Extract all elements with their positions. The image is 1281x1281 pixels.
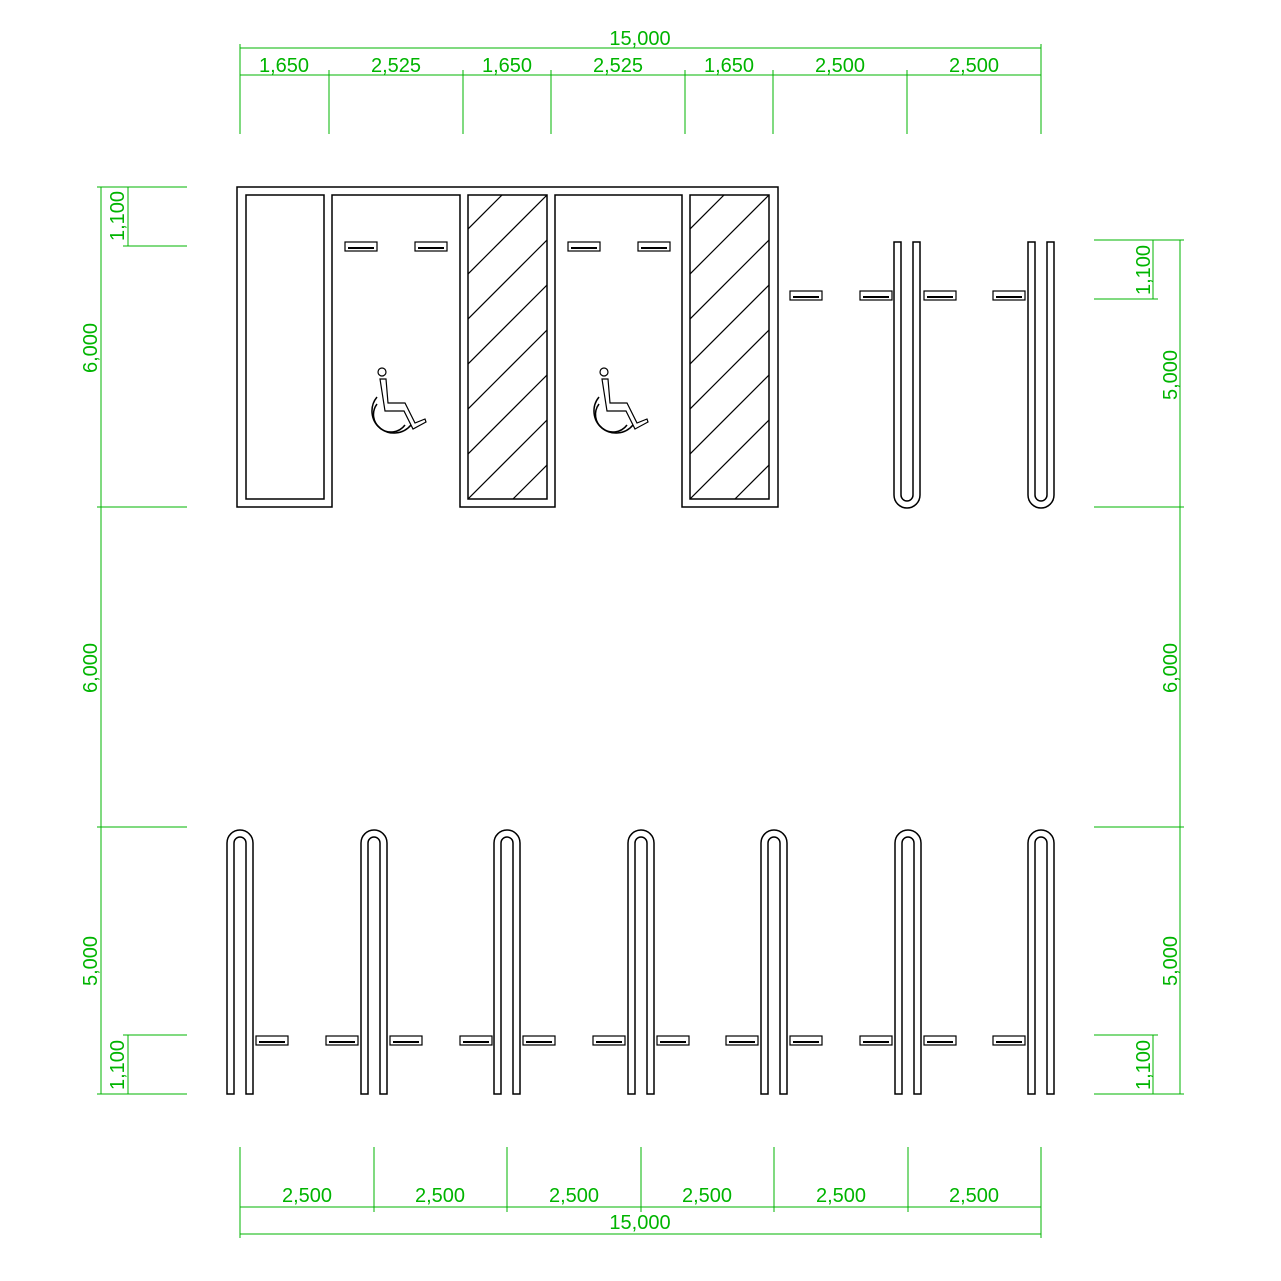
top-right-divider-1	[893, 241, 921, 509]
bottom-dimension-2: 2,500	[415, 1185, 465, 1207]
wheel-stop	[656, 1035, 690, 1046]
hatched-aisle-2	[467, 194, 548, 500]
bottom-dimension-group	[239, 1147, 1042, 1238]
top-overall-dimension: 15,000	[609, 28, 670, 50]
wheel-stop	[414, 241, 448, 252]
wheelchair-icon	[593, 367, 649, 434]
wheel-stop	[255, 1035, 289, 1046]
bay-divider	[760, 829, 788, 1095]
bay-divider	[360, 829, 388, 1095]
top-dimension-5: 1,650	[704, 55, 754, 77]
wheel-stop	[789, 1035, 823, 1046]
wheel-stop	[637, 241, 671, 252]
wheel-stop	[389, 1035, 423, 1046]
bay-divider	[1027, 829, 1055, 1095]
wheel-stop	[325, 1035, 359, 1046]
top-right-divider-2	[1027, 241, 1055, 509]
wheel-stop	[592, 1035, 626, 1046]
top-dimension-3: 1,650	[482, 55, 532, 77]
bottom-dimension-1: 2,500	[282, 1185, 332, 1207]
left-dimension-1: 1,100	[107, 191, 129, 241]
wheel-stop	[992, 290, 1026, 301]
bottom-dimension-5: 2,500	[816, 1185, 866, 1207]
bay-divider	[226, 829, 254, 1095]
top-dimension-2: 2,525	[371, 55, 421, 77]
top-dimension-1: 1,650	[259, 55, 309, 77]
bottom-overall-dimension: 15,000	[609, 1212, 670, 1234]
wheelchair-icon	[371, 367, 427, 434]
hatched-aisle-1	[245, 194, 325, 500]
left-dimension-3: 6,000	[80, 643, 102, 693]
left-dimension-group	[97, 186, 187, 1095]
wheel-stop	[459, 1035, 493, 1046]
wheel-stop-group-top-accessible	[344, 241, 671, 252]
wheel-stop	[992, 1035, 1026, 1046]
right-dimension-4: 5,000	[1160, 936, 1182, 986]
wheel-stop	[859, 1035, 893, 1046]
bottom-dimension-3: 2,500	[549, 1185, 599, 1207]
bay-divider	[627, 829, 655, 1095]
wheel-stop	[789, 290, 823, 301]
wheel-stop	[859, 290, 893, 301]
wheel-stop	[923, 1035, 957, 1046]
right-dimension-3: 6,000	[1160, 643, 1182, 693]
left-dimension-5: 1,100	[107, 1040, 129, 1090]
wheel-stop-group-bottom	[255, 1035, 1026, 1046]
wheel-stop	[725, 1035, 759, 1046]
top-dimension-7: 2,500	[949, 55, 999, 77]
right-dimension-group	[1094, 239, 1184, 1095]
left-dimension-2: 6,000	[80, 323, 102, 373]
top-dimension-6: 2,500	[815, 55, 865, 77]
bottom-dividers	[226, 829, 1055, 1095]
wheel-stop-group-top-right	[789, 290, 1026, 301]
right-dimension-2: 5,000	[1160, 350, 1182, 400]
wheel-stop	[567, 241, 601, 252]
bottom-dimension-6: 2,500	[949, 1185, 999, 1207]
left-dimension-4: 5,000	[80, 936, 102, 986]
wheel-stop	[923, 290, 957, 301]
top-dimension-4: 2,525	[593, 55, 643, 77]
bay-divider	[894, 829, 922, 1095]
right-dimension-5: 1,100	[1133, 1040, 1155, 1090]
bay-divider	[493, 829, 521, 1095]
hatched-aisle-3	[689, 194, 770, 500]
wheel-stop	[522, 1035, 556, 1046]
right-dimension-1: 1,100	[1133, 245, 1155, 295]
top-dimension-group	[239, 44, 1042, 134]
bottom-dimension-4: 2,500	[682, 1185, 732, 1207]
wheel-stop	[344, 241, 378, 252]
